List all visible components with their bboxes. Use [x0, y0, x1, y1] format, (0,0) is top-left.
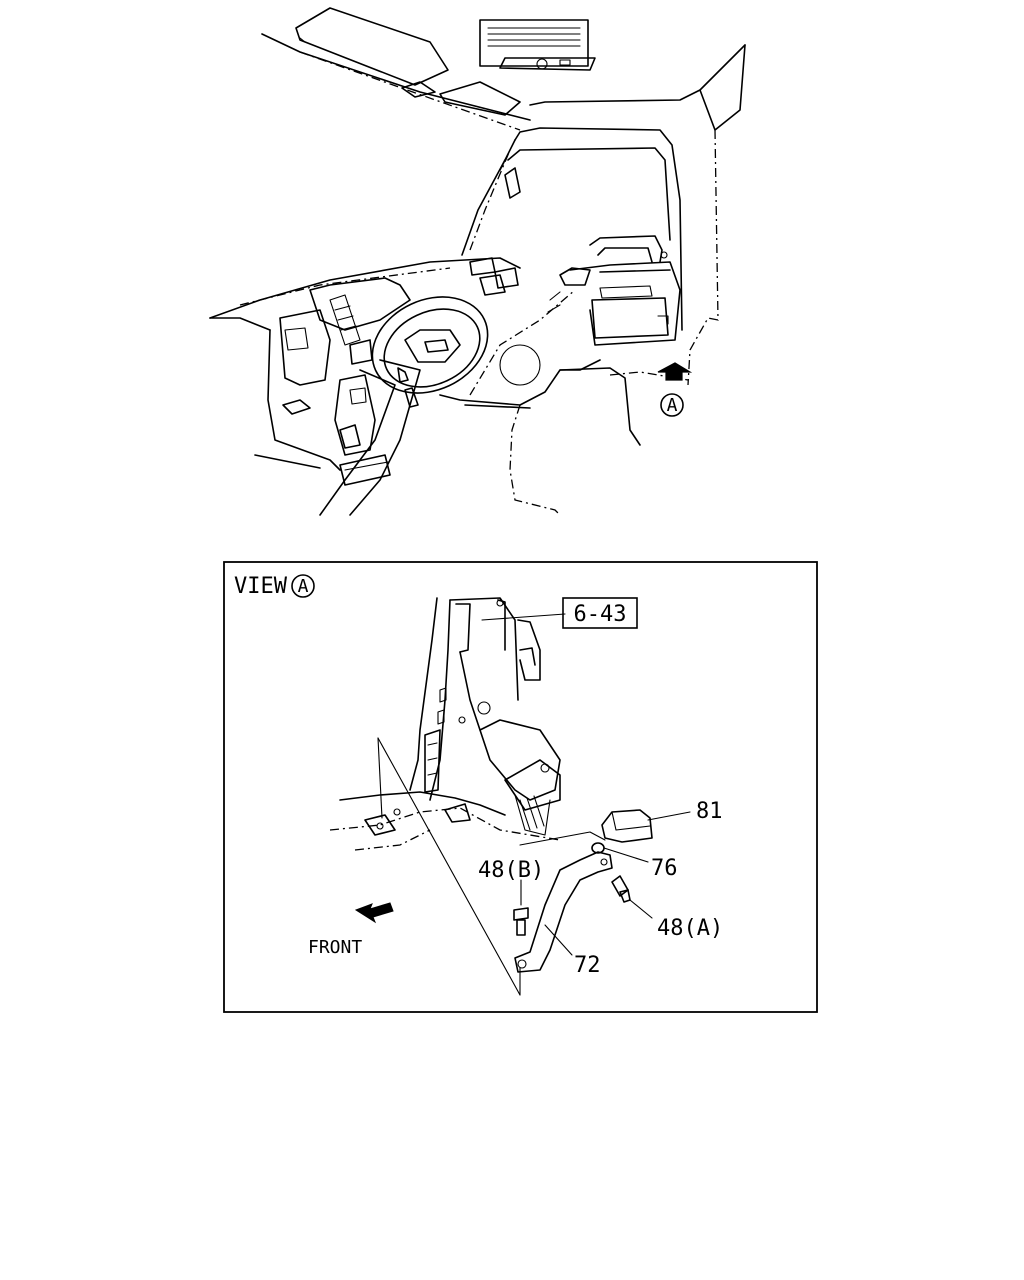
front-label: FRONT	[308, 937, 362, 958]
callout-48a: 48(A)	[657, 916, 723, 941]
reference-box	[562, 597, 638, 629]
view-title-marker: A	[298, 576, 309, 597]
view-title-marker-circle	[291, 574, 315, 598]
callout-72: 72	[574, 953, 601, 978]
reference-box-label: 6-43	[574, 602, 627, 627]
view-a-marker: A	[667, 395, 678, 416]
cab-interior-illustration: A	[209, 7, 746, 516]
view-a-detail-panel: VIEW A	[223, 561, 818, 1013]
view-a-marker-circle	[660, 393, 684, 417]
detail-frame	[223, 561, 818, 1013]
callout-76: 76	[651, 856, 678, 881]
front-arrow-icon	[354, 902, 394, 924]
callout-81: 81	[696, 799, 723, 824]
view-direction-arrow	[657, 362, 693, 381]
view-title: VIEW	[234, 574, 288, 599]
callout-48b: 48(B)	[478, 858, 544, 883]
